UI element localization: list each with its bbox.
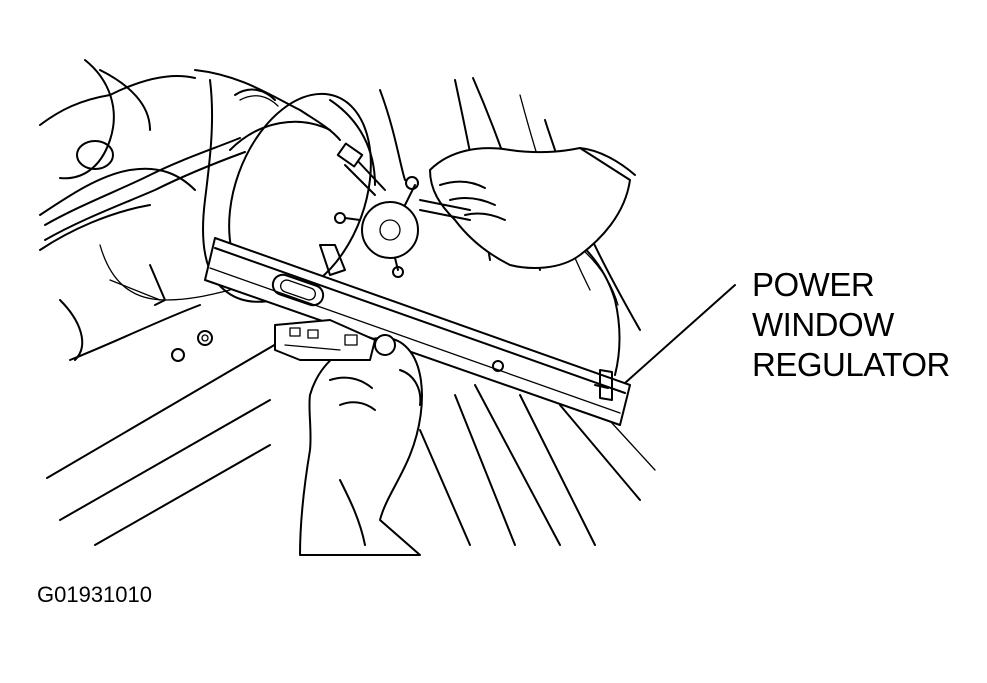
wiring-harness xyxy=(44,88,279,301)
regulator-rail xyxy=(204,237,631,426)
lower-hand xyxy=(299,334,423,556)
callout-label: POWER WINDOW REGULATOR xyxy=(752,268,950,388)
callout-line-3: REGULATOR xyxy=(752,346,950,383)
figure-id: G01931010 xyxy=(37,582,152,607)
callout-line-1: POWER xyxy=(752,266,875,303)
door-inner-frame xyxy=(39,59,341,362)
callout-leader-line xyxy=(624,284,736,384)
window-motor xyxy=(334,142,471,278)
callout-line-2: WINDOW xyxy=(752,306,894,343)
upper-hand xyxy=(429,147,636,269)
rail-bracket xyxy=(274,319,376,361)
